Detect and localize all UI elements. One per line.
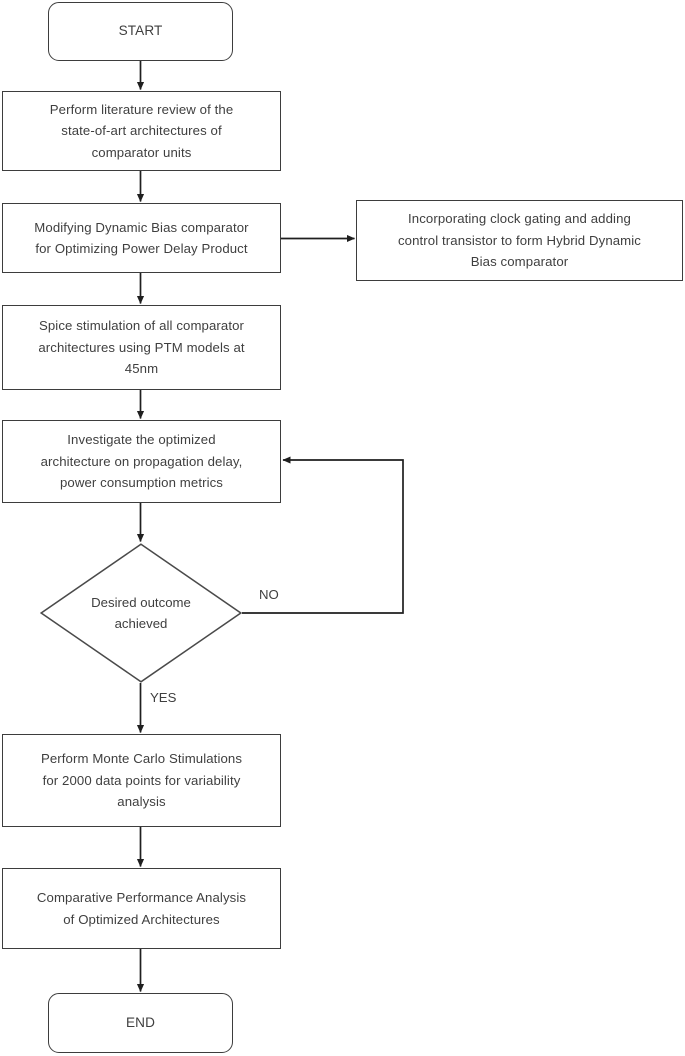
node-start: START [48,2,233,61]
edge-label-no: NO [259,587,279,602]
connector-decision-no-feedback [242,456,404,614]
node-desired-outcome: Desired outcome achieved [39,543,243,683]
node-comparative-analysis: Comparative Performance Analysis of Opti… [2,868,281,949]
node-literature-review-label: Perform literature review of the state-o… [49,101,234,160]
decision-diamond-shape [39,543,243,683]
node-literature-review: Perform literature review of the state-o… [2,91,281,171]
node-spice-simulation: Spice stimulation of all comparator arch… [2,305,281,390]
node-start-label: START [118,23,163,39]
node-investigate-optimized: Investigate the optimized architecture o… [2,420,281,503]
node-spice-simulation-label: Spice stimulation of all comparator arch… [38,318,245,377]
node-monte-carlo-label: Perform Monte Carlo Stimulations for 200… [40,751,243,810]
node-end: END [48,993,233,1053]
node-monte-carlo: Perform Monte Carlo Stimulations for 200… [2,734,281,827]
node-modifying-dynamic-bias-label: Modifying Dynamic Bias comparator for Op… [34,219,249,256]
node-desired-outcome-label: Desired outcome achieved [91,594,191,631]
edge-label-yes: YES [150,690,177,705]
node-comparative-analysis-label: Comparative Performance Analysis of Opti… [36,890,247,927]
node-investigate-optimized-label: Investigate the optimized architecture o… [40,432,243,491]
node-incorporating-clock-gating: Incorporating clock gating and adding co… [356,200,683,281]
node-modifying-dynamic-bias: Modifying Dynamic Bias comparator for Op… [2,203,281,273]
node-incorporating-clock-gating-label: Incorporating clock gating and adding co… [397,211,641,270]
node-end-label: END [125,1014,155,1030]
